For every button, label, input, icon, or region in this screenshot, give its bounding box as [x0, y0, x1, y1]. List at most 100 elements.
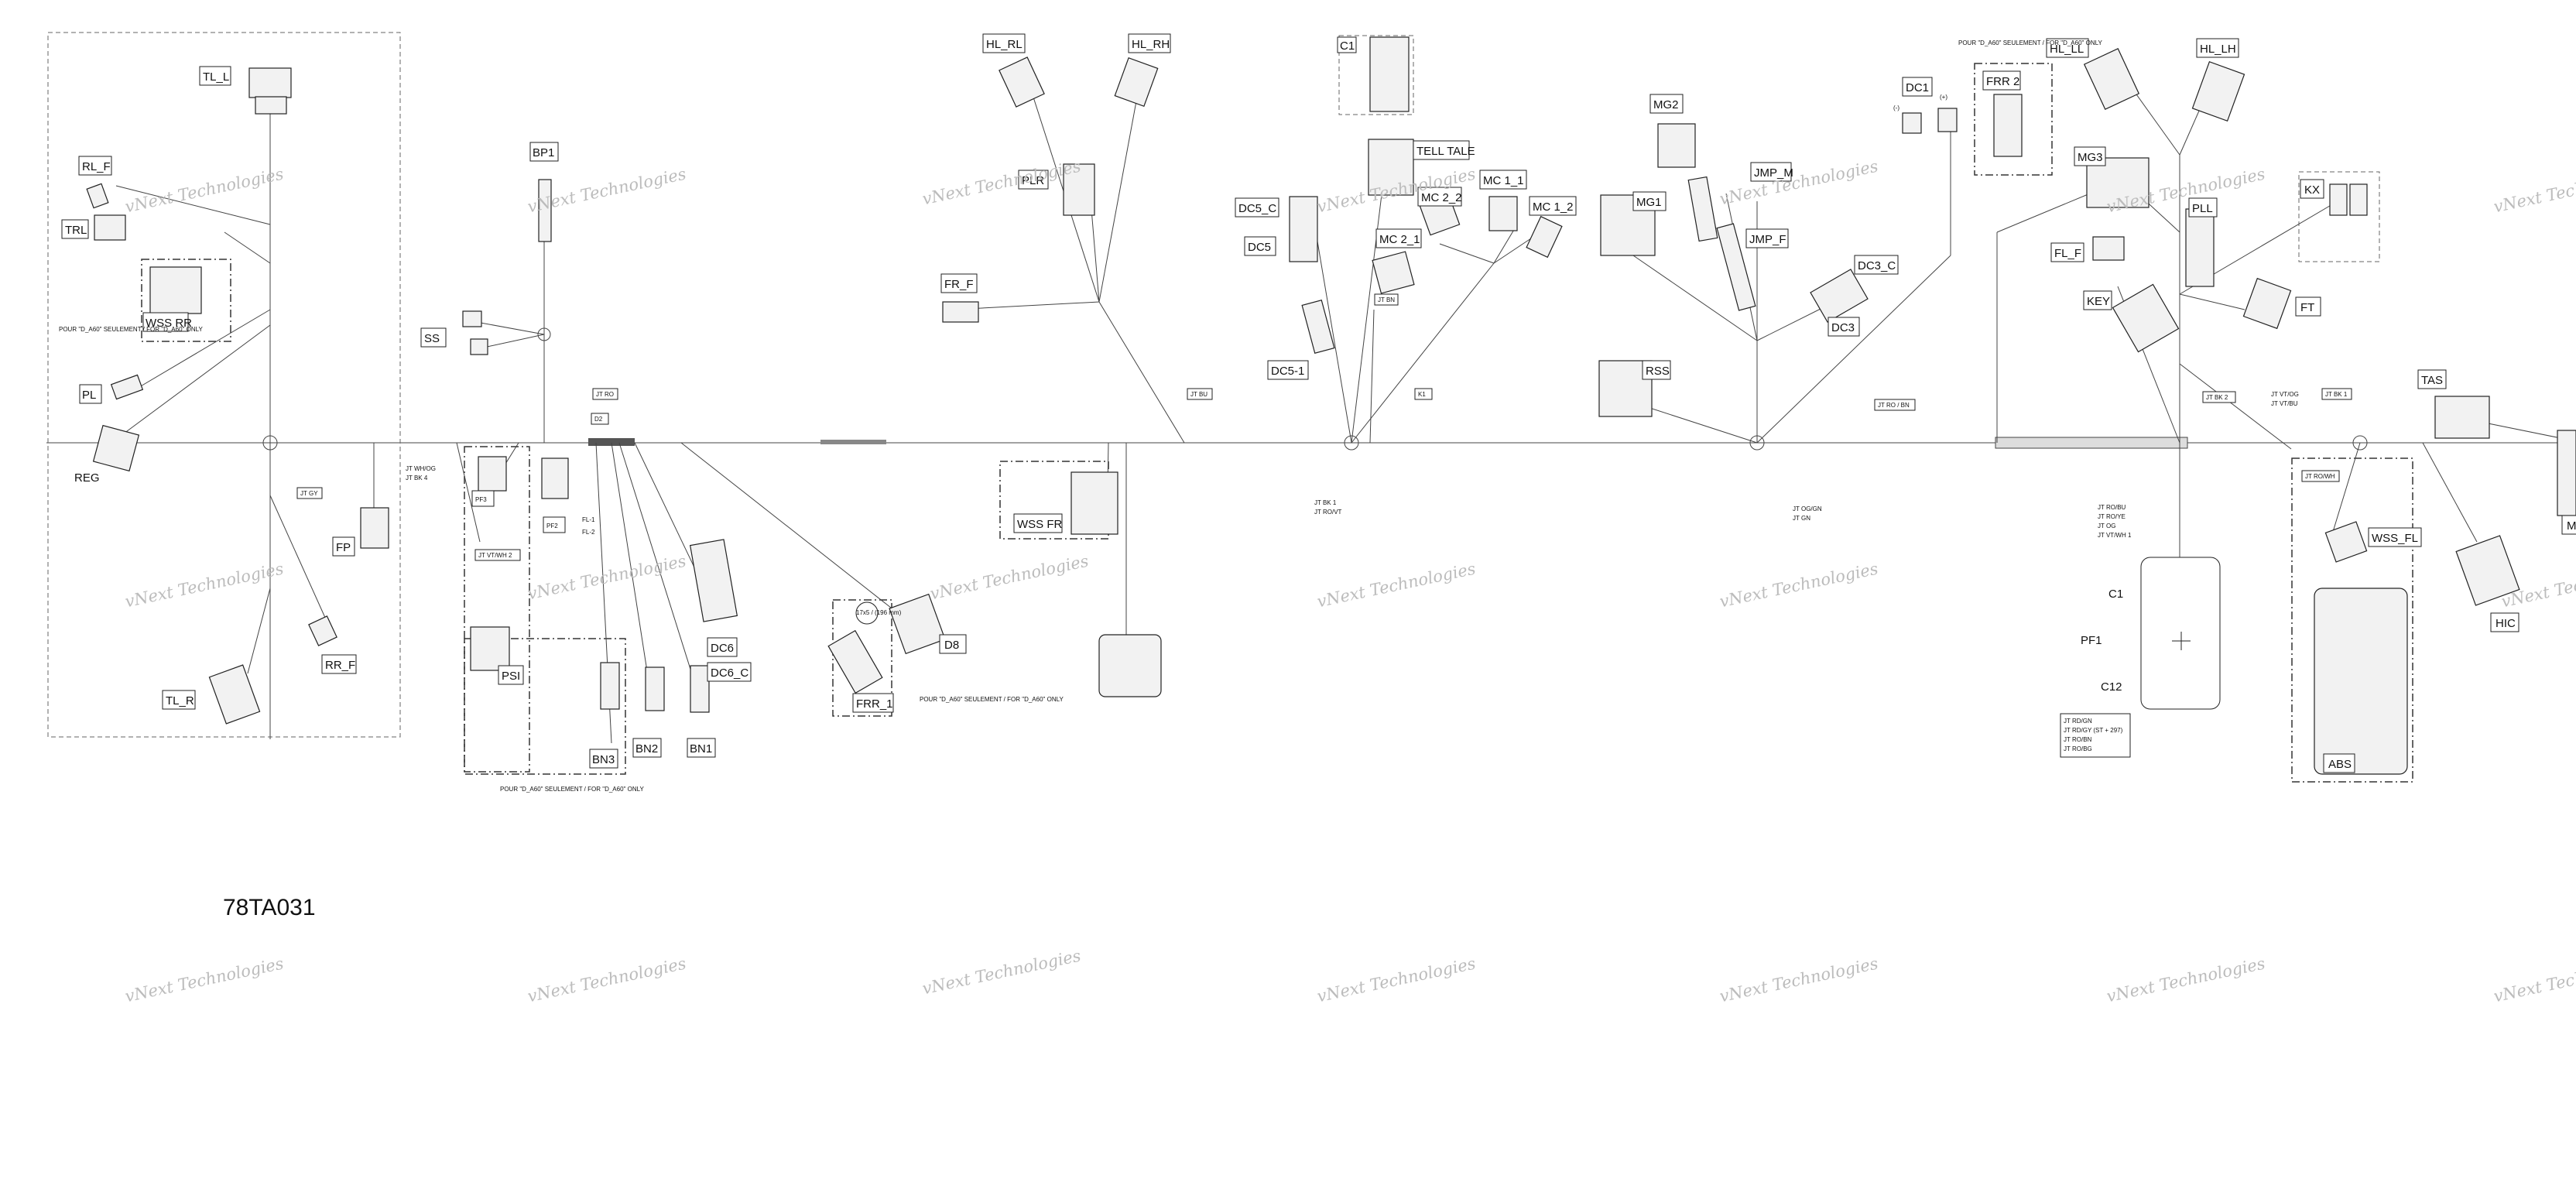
label-jmp-m: JMP_M [1754, 166, 1793, 180]
tag-jt-bk4: JT BK 4 [406, 475, 428, 481]
watermark: vNext Technologies [1718, 156, 1879, 208]
label-mc-1-1: MC 1_1 [1483, 174, 1524, 187]
tag-k1: K1 [1418, 391, 1426, 398]
label-mg1: MG1 [1636, 196, 1662, 209]
label-dc5-1: DC5-1 [1271, 365, 1304, 378]
label-tl-l: TL_L [203, 70, 229, 84]
label-bn3: BN3 [592, 753, 615, 766]
watermark: vNext Technologies [2492, 954, 2576, 1006]
label-mc-2-2: MC 2_2 [1421, 191, 1462, 204]
tag-jt-bn: JT BN [1378, 296, 1395, 303]
label-wss-fr: WSS FR [1017, 518, 1062, 531]
label-mg2: MG2 [1653, 98, 1679, 111]
label-fl-f: FL_F [2054, 247, 2081, 260]
watermark: vNext Technologies [1315, 954, 1477, 1006]
label-pf1: PF1 [2081, 634, 2102, 647]
tag-jt-bk1-right: JT BK 1 [2325, 391, 2348, 398]
zone-frr2 [1974, 63, 2053, 176]
tag-dc1-plus: (+) [1940, 94, 1947, 101]
label-pf3: PF3 [475, 496, 487, 503]
label-tell-tale: TELL TALE [1416, 145, 1475, 158]
tag-pf1-top-3: JT VT/WH 1 [2098, 532, 2132, 539]
label-dc3: DC3 [1831, 321, 1855, 334]
label-bn1: BN1 [690, 742, 712, 756]
tag-jt-gy: JT GY [300, 490, 318, 497]
tag-jt-vt-bu: JT VT/BU [2271, 400, 2298, 407]
label-dc1: DC1 [1906, 81, 1929, 94]
label-psi: PSI [502, 670, 520, 683]
label-pll: PLL [2192, 202, 2213, 215]
label-dc5: DC5 [1248, 241, 1271, 254]
label-c12: C12 [2101, 680, 2122, 694]
tag-jt-bk2: JT BK 2 [2206, 394, 2228, 401]
label-wss-fl: WSS_FL [2372, 532, 2418, 545]
tag-pf1-bottom-0: JT RD/GN [2064, 718, 2092, 725]
watermark: vNext Technologies [526, 954, 687, 1006]
note-psi: POUR "D_A60" SEULEMENT / FOR "D_A60" ONL… [500, 786, 644, 793]
label-mc-2-1: MC 2_1 [1379, 233, 1420, 246]
note-wss-rr: POUR "D_A60" SEULEMENT / FOR "D_A60" ONL… [59, 326, 203, 333]
label-rl-f: RL_F [82, 160, 111, 173]
label-jmp-f: JMP_F [1749, 233, 1786, 246]
tag-pf1-bottom-2: JT RO/BN [2064, 736, 2092, 743]
tag-jt-vt-wh2: JT VT/WH 2 [478, 552, 512, 559]
label-ft: FT [2300, 301, 2314, 314]
label-wss-rr: WSS RR [146, 317, 192, 330]
connector-labels: TL_L RL_F TRL WSS RR PL REG FP RR_F TL_R… [61, 33, 2576, 773]
label-fl-2: FL-2 [582, 529, 595, 536]
label-pl: PL [82, 389, 96, 402]
tag-pf1-top-2: JT OG [2098, 523, 2115, 529]
label-hl-lh: HL_LH [2200, 43, 2236, 56]
connectors [86, 36, 2576, 775]
watermark: vNext Technologies [123, 164, 285, 216]
watermark: vNext Technologies [1718, 954, 1879, 1006]
label-kx: KX [2304, 183, 2320, 197]
zone-kx [2298, 171, 2380, 262]
label-d8: D8 [944, 639, 959, 652]
tag-frr1-length: 17x5 / (196 mm) [856, 609, 902, 616]
zone-psi-2 [464, 638, 626, 775]
label-abs: ABS [2328, 758, 2352, 771]
zone-abs [2291, 457, 2413, 783]
label-rr-f: RR_F [325, 659, 355, 672]
watermark: vNext Technologies [920, 156, 1082, 208]
watermark: vNext Technologies [123, 954, 285, 1006]
trunk-sleeve-3 [1995, 437, 2188, 449]
label-fr-f: FR_F [944, 278, 974, 291]
tag-dc1-minus: (-) [1893, 105, 1899, 111]
label-dc5-c: DC5_C [1238, 202, 1276, 215]
wire-tags: JT RO D2 JT GY JT WH/OG JT BK 4 JT VT/WH… [59, 39, 2352, 793]
label-c1-top: C1 [1340, 39, 1355, 53]
tag-jt-vt-og: JT VT/OG [2271, 391, 2299, 398]
tag-pf1-top-0: JT RO/BU [2098, 504, 2126, 511]
label-hl-rl: HL_RL [986, 38, 1023, 51]
trunk-sleeve-1 [588, 438, 635, 446]
label-m: M [2567, 519, 2576, 533]
label-fp: FP [336, 541, 351, 554]
watermark: vNext Technologies [2492, 164, 2576, 216]
watermark: vNext Technologies [2105, 954, 2266, 1006]
label-ss: SS [424, 332, 440, 345]
watermark: vNext Technologies [920, 946, 1082, 998]
drawing-number: 78TA031 [223, 895, 316, 920]
label-frr-2: FRR 2 [1986, 75, 2019, 88]
label-bn2: BN2 [635, 742, 658, 756]
zone-c1 [1338, 35, 1414, 115]
tag-jt-ro-bn: JT RO / BN [1878, 402, 1910, 409]
label-mg3: MG3 [2078, 151, 2103, 164]
label-tas: TAS [2421, 374, 2443, 387]
zone-frr1 [832, 599, 892, 717]
label-hic: HIC [2496, 617, 2516, 630]
label-fl-1: FL-1 [582, 516, 595, 523]
zone-psi [464, 446, 530, 773]
label-c1-pf1: C1 [2108, 588, 2123, 601]
tag-jt-ro: JT RO [596, 391, 614, 398]
splice-5 [2352, 435, 2368, 451]
label-plr: PLR [1022, 174, 1044, 187]
label-mc-1-2: MC 1_2 [1533, 200, 1574, 214]
watermark: vNext Technologies [1718, 559, 1879, 611]
tag-jt-ro-vt: JT RO/VT [1314, 509, 1342, 516]
label-rss: RSS [1646, 365, 1670, 378]
watermark: vNext Technologies [1315, 559, 1477, 611]
